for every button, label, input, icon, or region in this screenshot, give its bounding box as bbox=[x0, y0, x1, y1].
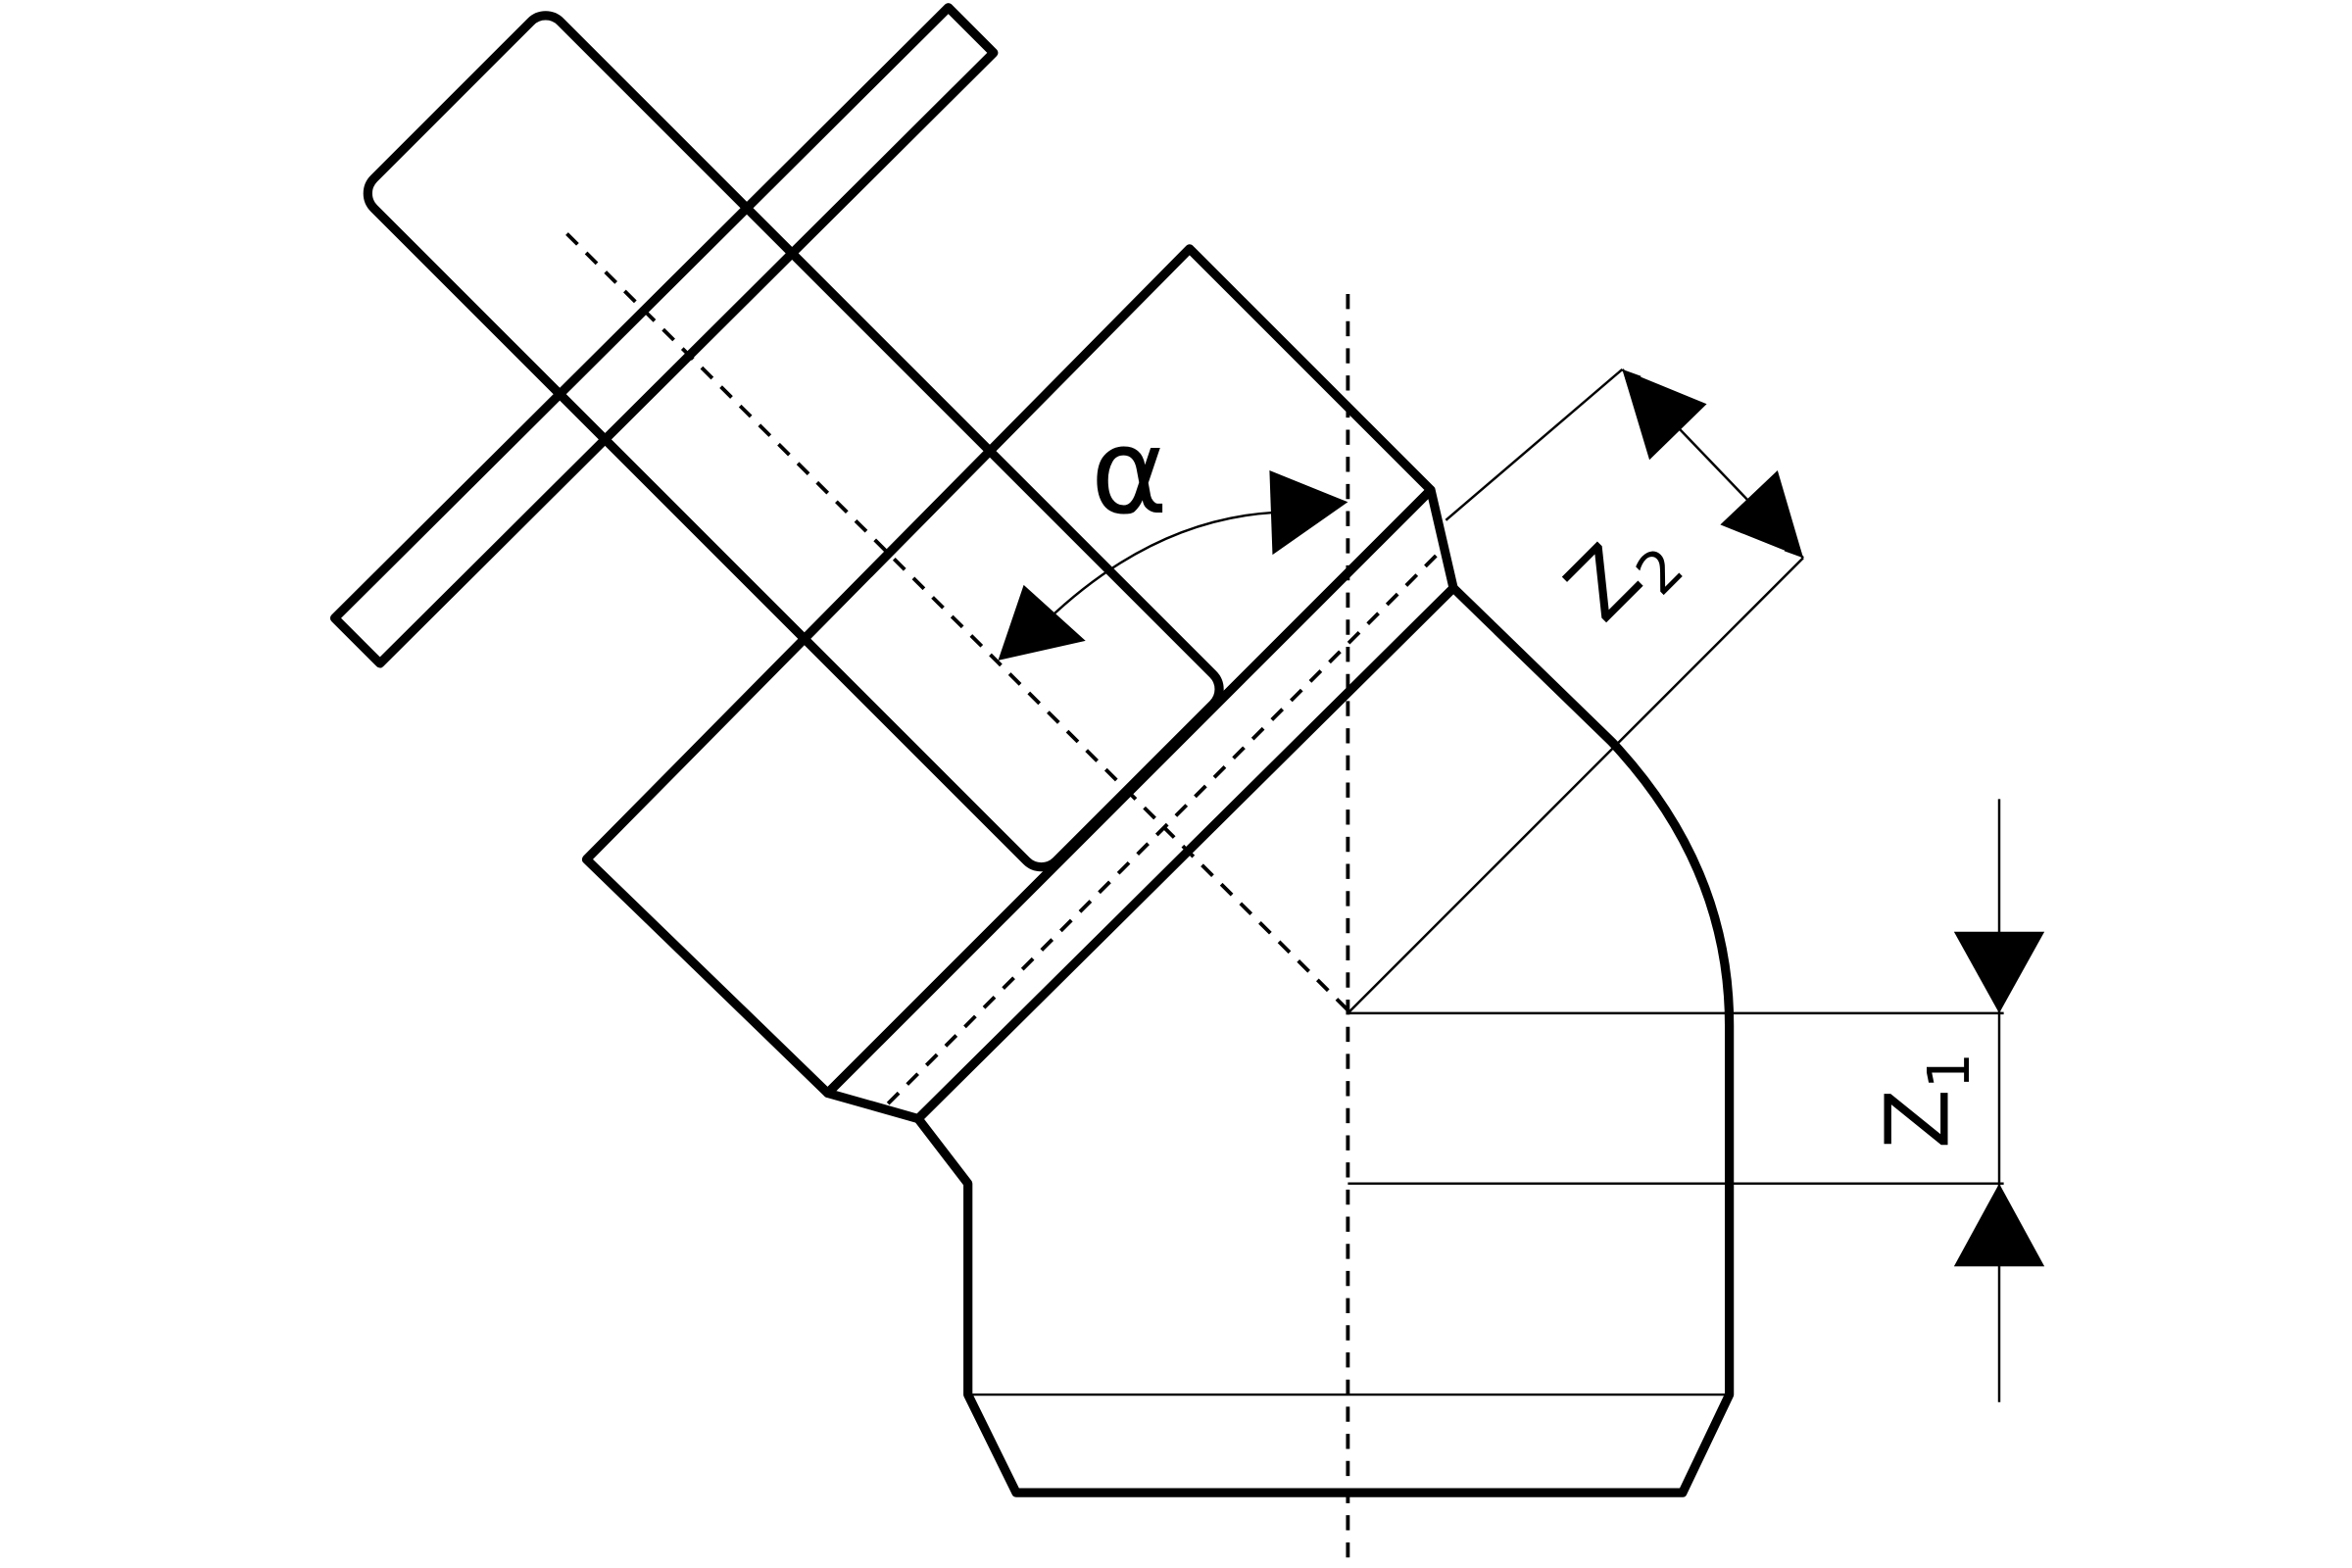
elbow-body bbox=[914, 584, 1735, 1497]
angle-arc bbox=[1045, 511, 1273, 622]
z2-extension-a bbox=[1347, 557, 1804, 1014]
z2-label: Z2 bbox=[1546, 501, 1696, 651]
diagonal-centerline bbox=[565, 232, 1349, 1012]
z2-extension-b bbox=[1445, 368, 1624, 521]
angle-arrow-right bbox=[1269, 470, 1348, 556]
z2-arrow-top bbox=[1622, 368, 1707, 461]
seal-strip bbox=[329, 3, 999, 668]
angle-arrow-left bbox=[998, 584, 1086, 661]
z1-label: Z1 bbox=[1868, 1053, 1984, 1149]
z1-arrow-top bbox=[1953, 931, 2045, 1013]
band-dashed-line bbox=[886, 549, 1444, 1105]
angle-label: α bbox=[1091, 405, 1168, 541]
z2-arrow-bottom bbox=[1720, 470, 1803, 559]
z1-arrow-bottom bbox=[1953, 1183, 2045, 1267]
